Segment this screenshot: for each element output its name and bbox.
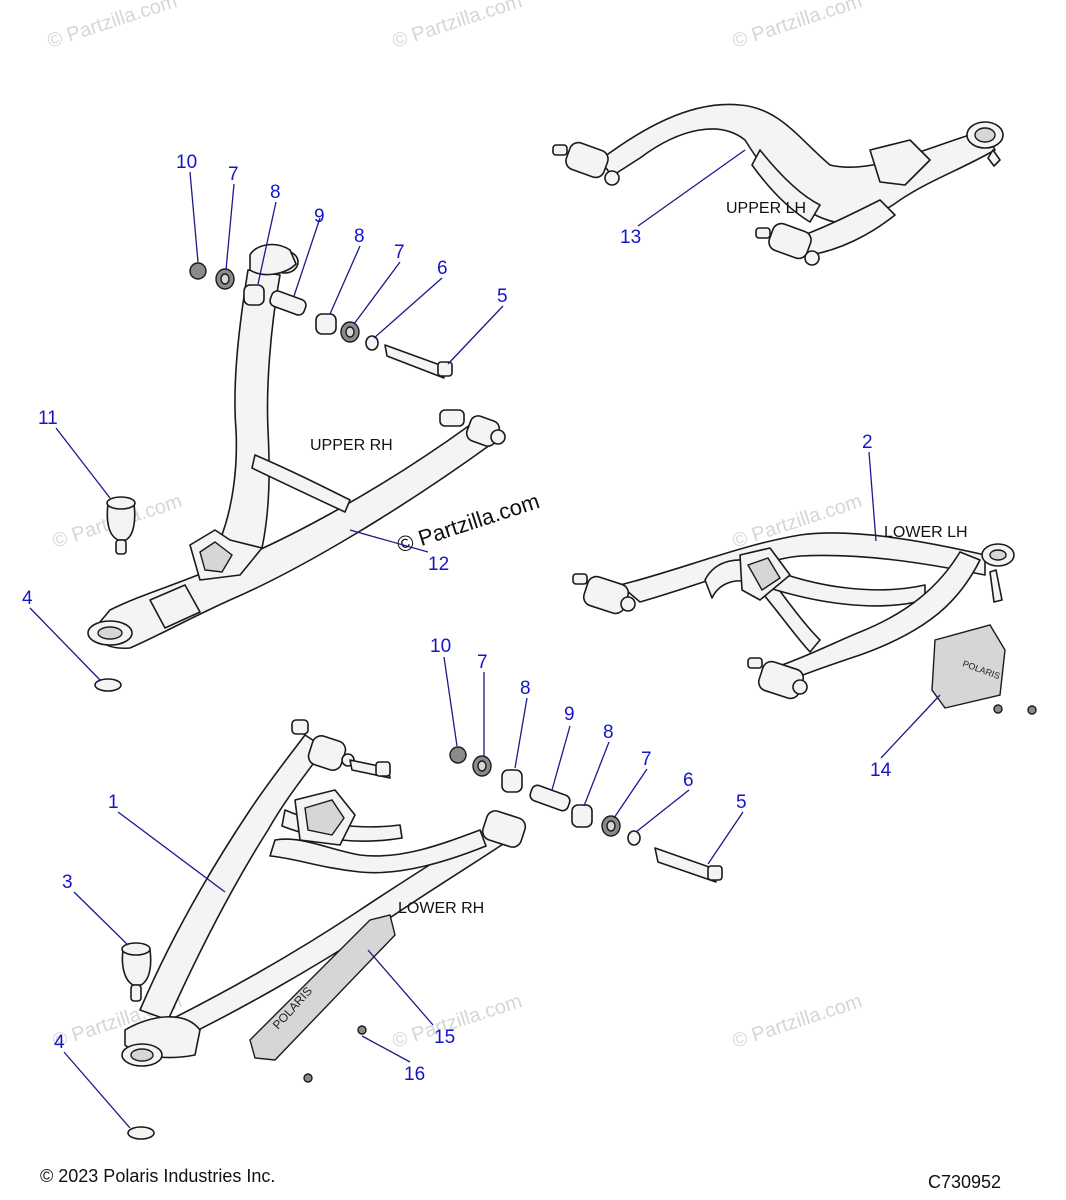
callout-16: 16 [404,1064,425,1085]
callout-10: 10 [430,636,451,657]
callout-8: 8 [270,182,281,203]
callout-6: 6 [437,258,448,279]
callout-9: 9 [564,704,575,725]
caption-lower-lh: LOWER LH [884,524,968,541]
caption-upper-lh: UPPER LH [726,200,806,217]
callout-5: 5 [497,286,508,307]
callout-14: 14 [870,760,892,781]
watermark: © Partzilla.com [730,0,865,53]
watermarks: © Partzilla.com © Partzilla.com © Partzi… [45,0,865,1053]
lower-rh-arm [121,719,527,1067]
callout-9: 9 [314,206,325,227]
callout-4: 4 [22,588,33,609]
callout-3: 3 [62,872,73,893]
callout-7: 7 [394,242,405,263]
callout-13: 13 [620,227,641,248]
watermark: © Partzilla.com [390,0,525,53]
snap-ring-4-lower [127,1126,155,1140]
lower-lh-arm [572,532,1015,700]
captions: UPPER LH UPPER RH LOWER LH LOWER RH [310,200,968,917]
callout-8: 8 [354,226,365,247]
upper-lh-arm [552,103,1004,266]
copyright-text: © 2023 Polaris Industries Inc. [40,1166,275,1186]
upper-hardware [189,262,453,379]
callout-8: 8 [520,678,531,699]
upper-rh-arm [87,243,506,649]
leader-lines [29,149,941,1129]
snap-ring-4 [94,678,122,692]
callout-10: 10 [176,152,197,173]
watermark: © Partzilla.com [390,990,525,1053]
callout-4: 4 [54,1032,65,1053]
callout-8: 8 [603,722,614,743]
callouts: 10 7 8 9 8 7 6 5 11 12 13 4 2 14 10 7 8 … [22,152,892,1085]
ball-joint-11 [106,496,136,555]
callout-5: 5 [736,792,747,813]
lower-hardware [449,746,723,883]
caption-lower-rh: LOWER RH [398,900,484,917]
callout-1: 1 [108,792,119,813]
callout-7: 7 [228,164,239,185]
watermark-center: © Partzilla.com [394,488,543,558]
diagram-code: C730952 [928,1172,1001,1192]
guard-14: POLARIS [931,624,1037,715]
watermark: © Partzilla.com [730,990,865,1053]
callout-6: 6 [683,770,694,791]
watermark: © Partzilla.com [45,0,180,53]
callout-2: 2 [862,432,873,453]
callout-15: 15 [434,1027,455,1048]
callout-12: 12 [428,554,449,575]
callout-11: 11 [38,408,58,429]
ball-joint-3 [121,942,152,1002]
callout-7: 7 [477,652,488,673]
callout-7: 7 [641,749,652,770]
caption-upper-rh: UPPER RH [310,437,393,454]
